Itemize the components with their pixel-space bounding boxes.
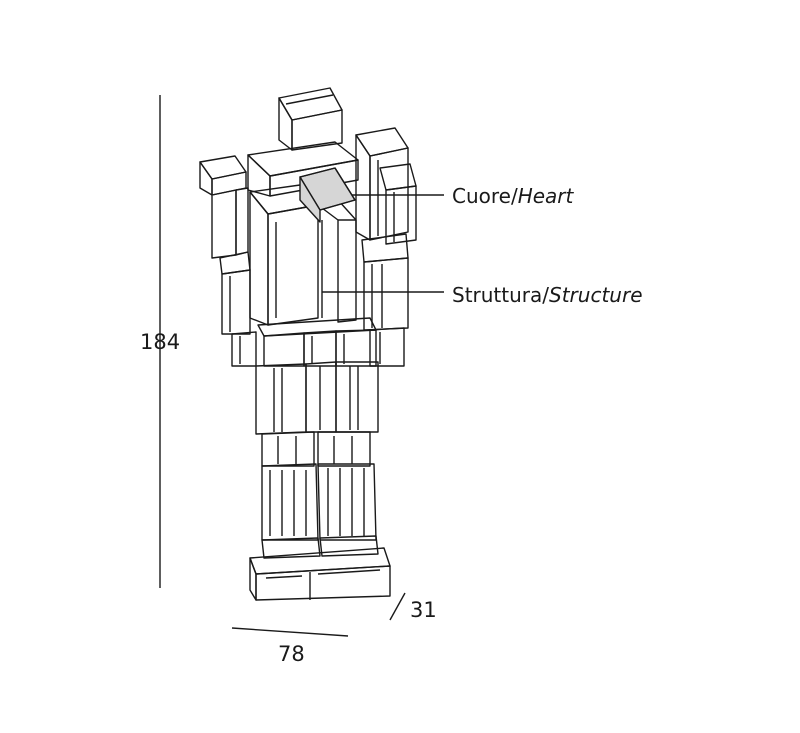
robot-feet: [249, 535, 391, 601]
structure-label-en: Structure: [549, 283, 643, 307]
depth-dimension-line: [389, 592, 406, 621]
robot-torso: [249, 184, 357, 326]
heart-label-it: Cuore/: [452, 184, 518, 208]
robot-heart: [299, 167, 356, 223]
robot-head: [278, 87, 343, 151]
robot-upper-legs: [255, 361, 379, 435]
heart-label-en: Heart: [517, 184, 574, 208]
robot-left-arm: [199, 155, 257, 367]
width-dimension-line: [231, 627, 349, 637]
height-dimension-value: 184: [140, 330, 181, 354]
robot-knees: [261, 431, 371, 467]
structure-label-it: Struttura/: [452, 283, 550, 307]
structure-label: Struttura/Structure: [452, 283, 643, 307]
width-dimension-value: 78: [278, 642, 305, 666]
robot-right-arm: [355, 127, 417, 367]
robot-hips: [257, 317, 377, 367]
robot-lower-legs: [261, 463, 377, 541]
heart-label: Cuore/Heart: [452, 184, 573, 208]
depth-dimension-value: 31: [410, 598, 437, 622]
